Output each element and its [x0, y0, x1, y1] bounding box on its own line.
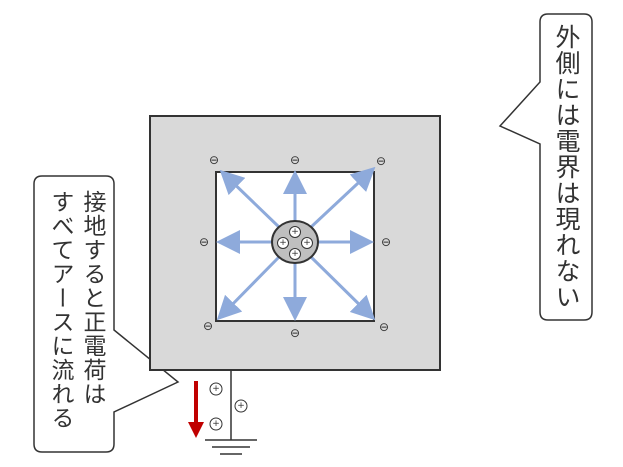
negative-charge: ⊖ [290, 153, 300, 167]
negative-charge: ⊖ [199, 235, 209, 249]
positive-charge-label: + [291, 227, 299, 237]
negative-charge: ⊖ [381, 235, 391, 249]
negative-charge: ⊖ [379, 320, 389, 334]
callout-bubble-ground [33, 175, 180, 453]
field-arrow-down-right [308, 254, 376, 321]
positive-charge-label: + [279, 238, 287, 248]
field-arrow-up-left [219, 169, 282, 230]
field-arrow-up-right [308, 166, 376, 230]
positive-charge-label: + [291, 249, 299, 259]
negative-charge: ⊖ [376, 154, 386, 168]
negative-charge: ⊖ [209, 153, 219, 167]
ground-flow-arrow [188, 381, 204, 438]
callout-text-ground-line2: すべてアースに流れる [47, 190, 73, 430]
negative-charge: ⊖ [203, 319, 213, 333]
center-charge [271, 220, 319, 264]
positive-charge-label: + [212, 419, 220, 429]
positive-charge-label: + [212, 384, 220, 394]
ground-icon [205, 439, 257, 455]
field-arrow-down-left [216, 254, 282, 321]
negative-charge: ⊖ [290, 326, 300, 340]
callout-text-ground-line1: 接地すると正電荷は [79, 190, 105, 406]
negative-charges: ⊖ ⊖ ⊖ ⊖ ⊖ ⊖ ⊖ ⊖ [199, 153, 391, 340]
field-arrows [216, 166, 376, 321]
ground-positive-charges: + + + [209, 382, 248, 431]
callout-text-outside: 外側には電界は現れない [552, 24, 581, 310]
center-positive-charges: + + + + [277, 226, 313, 260]
positive-charge-label: + [237, 401, 245, 411]
callout-bubble-outside [498, 13, 593, 321]
positive-charge-label: + [303, 238, 311, 248]
